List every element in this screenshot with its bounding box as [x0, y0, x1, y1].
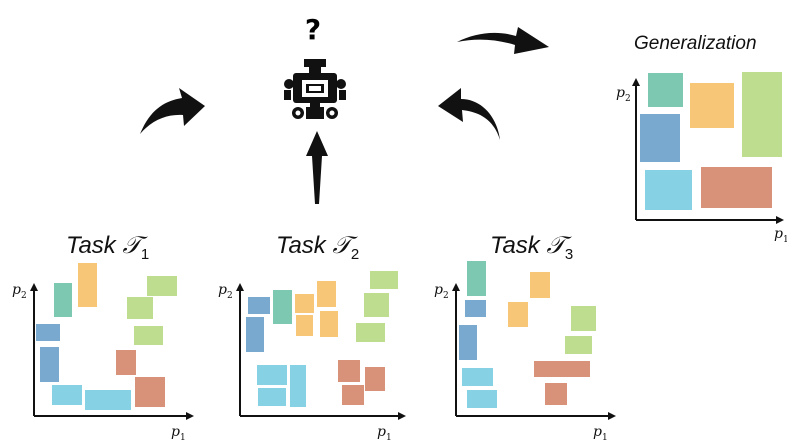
task-block — [534, 361, 590, 377]
task-1-y-label: p2 — [12, 282, 27, 301]
task-block — [462, 368, 493, 386]
question-mark: ? — [305, 13, 321, 46]
task-2-title: Task 𝒯2 — [276, 231, 360, 263]
task-block — [85, 390, 131, 410]
task-block — [134, 326, 163, 345]
task-block — [342, 385, 364, 405]
task-2-panel — [236, 271, 406, 420]
task-block — [459, 325, 477, 360]
task-block — [296, 315, 313, 336]
task-block — [545, 383, 567, 405]
task-block — [273, 290, 292, 324]
task-block — [365, 367, 385, 391]
task-block — [54, 283, 72, 317]
task-block — [257, 365, 287, 385]
task-block — [571, 306, 596, 331]
up-arrow-icon — [306, 131, 328, 204]
arrow-to-generalization-icon — [457, 27, 549, 54]
task-block — [508, 302, 528, 327]
task-block — [258, 388, 286, 406]
task-1-title: Task 𝒯1 — [66, 231, 150, 263]
task-block — [364, 293, 389, 317]
task-2-y-label: p2 — [218, 282, 233, 301]
task-block — [370, 271, 398, 289]
task-block — [467, 390, 497, 408]
task-3-y-label: p2 — [434, 282, 449, 301]
task-1-x-label: p1 — [171, 424, 186, 443]
task-3-title: Task 𝒯3 — [490, 231, 574, 263]
task-3-x-label: p1 — [593, 424, 608, 443]
task-block — [465, 300, 486, 317]
task-block — [356, 323, 385, 342]
task-block — [36, 324, 60, 341]
region-block — [645, 170, 692, 210]
region-block — [648, 73, 683, 107]
task-block — [565, 336, 592, 354]
task-block — [317, 281, 336, 307]
task-block — [135, 377, 165, 407]
task-block — [467, 261, 486, 296]
generalization-x-label: p1 — [774, 226, 787, 245]
region-block — [690, 83, 734, 128]
task-block — [246, 317, 264, 352]
region-block — [640, 114, 680, 162]
task-2-x-label: p1 — [377, 424, 392, 443]
task-block — [116, 350, 136, 375]
task-block — [40, 347, 59, 382]
generalization-title: Generalization — [634, 33, 757, 54]
task-3-panel — [452, 261, 616, 420]
robot-icon — [284, 59, 346, 119]
curved-arrow-right-icon — [438, 88, 500, 140]
task-block — [127, 297, 153, 319]
task-block — [290, 365, 306, 407]
generalization-y-label: p2 — [616, 85, 631, 104]
task-block — [147, 276, 177, 296]
task-block — [295, 294, 314, 313]
region-block — [742, 72, 782, 157]
region-block — [701, 167, 772, 208]
task-block — [52, 385, 82, 405]
task-block — [530, 272, 550, 298]
task-1-panel — [30, 263, 194, 420]
task-block — [78, 263, 97, 307]
task-block — [338, 360, 360, 382]
task-block — [320, 311, 338, 337]
generalization-panel — [632, 72, 784, 224]
task-block — [248, 297, 270, 314]
curved-arrow-left-icon — [140, 88, 205, 134]
